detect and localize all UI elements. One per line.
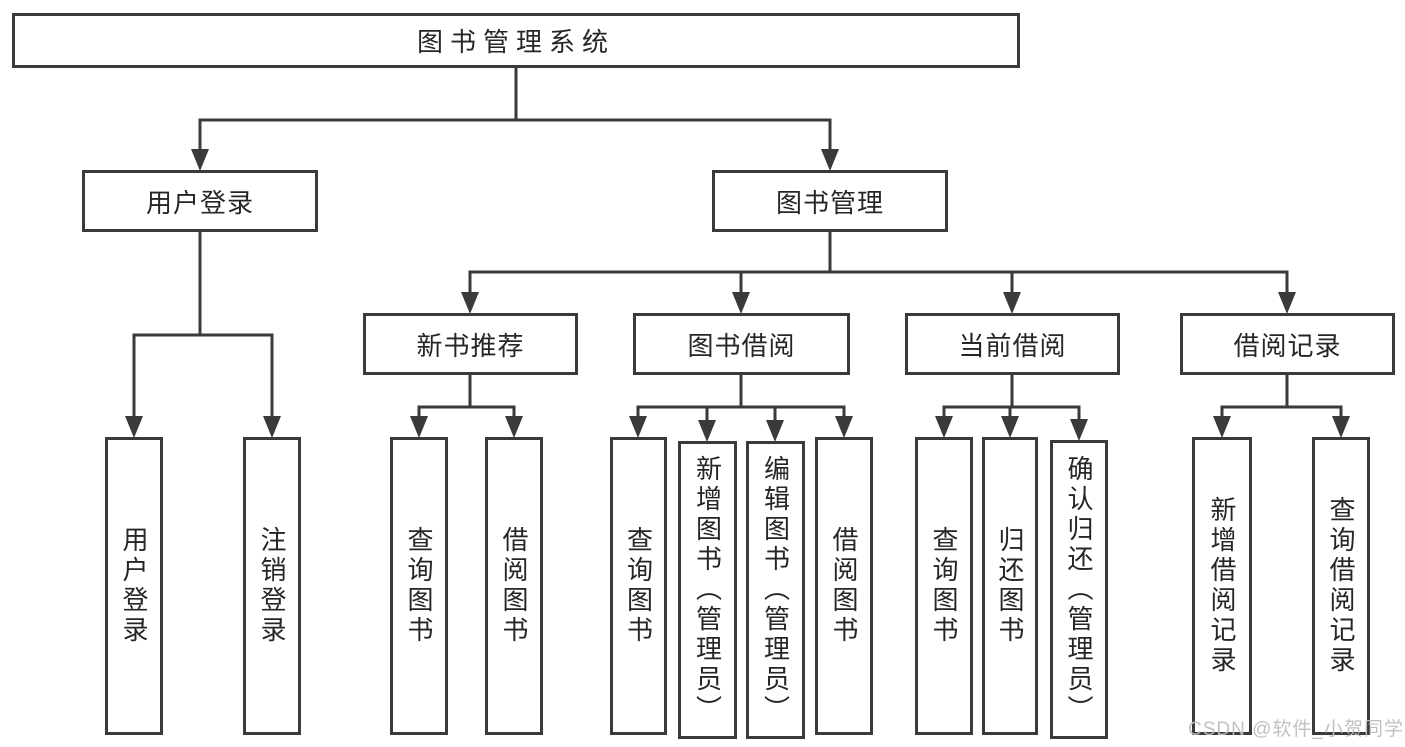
node-current-borrowing: 当前借阅 — [905, 313, 1120, 375]
leaf-logout-login: 注销登录 — [243, 437, 301, 735]
leaf-user-login: 用户登录 — [105, 437, 163, 735]
leaf-borrowing-edit-books-admin: 编辑图书（管理员） — [746, 441, 805, 739]
leaf-borrowing-query-books: 查询图书 — [610, 437, 667, 735]
leaf-borrowing-borrow-books: 借阅图书 — [815, 437, 873, 735]
node-borrowing-records: 借阅记录 — [1180, 313, 1395, 375]
node-new-book-recommendation: 新书推荐 — [363, 313, 578, 375]
leaf-records-add-borrow-record: 新增借阅记录 — [1192, 437, 1252, 735]
leaf-borrowing-add-books-admin: 新增图书（管理员） — [678, 441, 737, 739]
leaf-current-confirm-return-admin: 确认归还（管理员） — [1050, 440, 1108, 739]
leaf-current-query-books: 查询图书 — [915, 437, 973, 735]
leaf-current-return-books: 归还图书 — [982, 437, 1038, 735]
watermark: CSDN @软件_小贺同学 — [1188, 719, 1404, 740]
node-library-system: 图书管理系统 — [12, 13, 1020, 68]
leaf-newbook-query-books: 查询图书 — [390, 437, 448, 735]
node-book-management: 图书管理 — [712, 170, 948, 232]
node-book-borrowing: 图书借阅 — [633, 313, 850, 375]
node-user-login: 用户登录 — [82, 170, 318, 232]
leaf-newbook-borrow-books: 借阅图书 — [485, 437, 543, 735]
leaf-records-query-borrow-record: 查询借阅记录 — [1312, 437, 1370, 735]
